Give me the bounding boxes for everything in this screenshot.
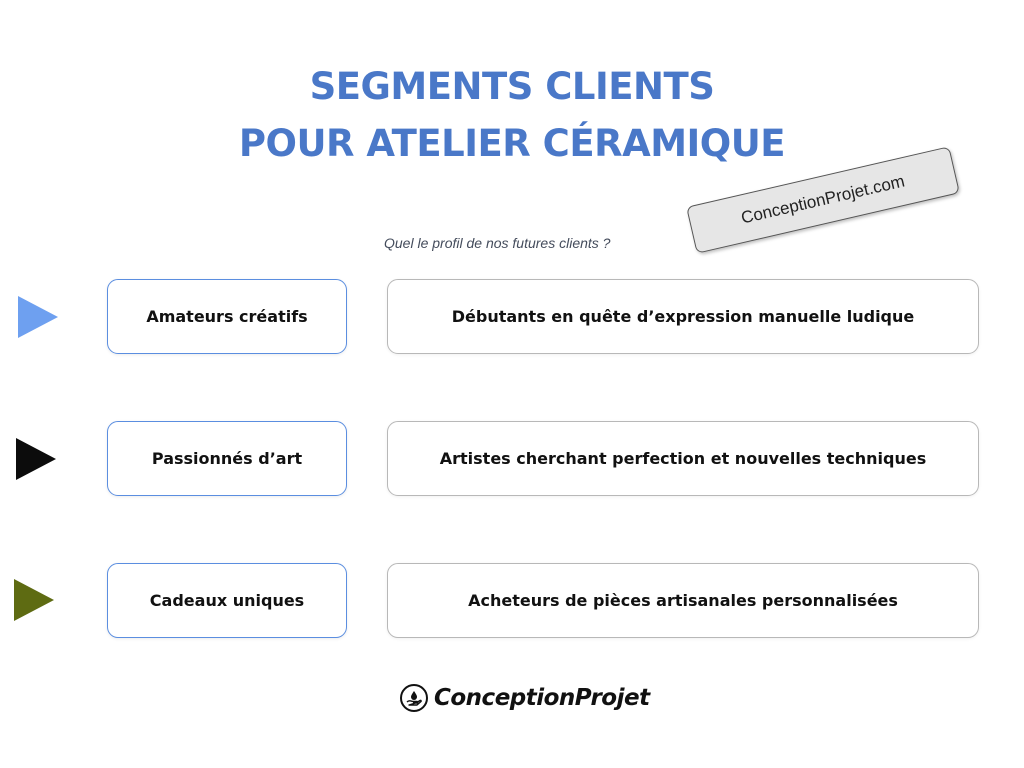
- segment-label-box: Amateurs créatifs: [107, 279, 347, 354]
- segment-description: Acheteurs de pièces artisanales personna…: [468, 591, 898, 610]
- hand-drop-logo-icon: [400, 684, 428, 712]
- segment-label: Passionnés d’art: [151, 449, 303, 468]
- segment-description-box: Acheteurs de pièces artisanales personna…: [387, 563, 979, 638]
- segment-description-box: Artistes cherchant perfection et nouvell…: [387, 421, 979, 496]
- segment-description-box: Débutants en quête d’expression manuelle…: [387, 279, 979, 354]
- segment-label: Amateurs créatifs: [146, 307, 308, 326]
- arrow-right-icon: [18, 296, 58, 338]
- footer-brand: ConceptionProjet: [400, 680, 650, 716]
- subtitle-question: Quel le profil de nos futures clients ?: [384, 235, 611, 251]
- arrow-right-icon: [16, 438, 56, 480]
- arrow-right-icon: [14, 579, 54, 621]
- footer-brand-text: ConceptionProjet: [434, 685, 650, 711]
- segment-label: Cadeaux uniques: [149, 591, 305, 610]
- segment-label-box: Cadeaux uniques: [107, 563, 347, 638]
- segment-label-box: Passionnés d’art: [107, 421, 347, 496]
- page-title-line-2: POUR ATELIER CÉRAMIQUE: [238, 122, 786, 165]
- page-title-line-1: SEGMENTS CLIENTS: [309, 65, 715, 108]
- segment-description: Débutants en quête d’expression manuelle…: [451, 307, 915, 326]
- segment-description: Artistes cherchant perfection et nouvell…: [439, 449, 927, 468]
- page-title: SEGMENTS CLIENTS POUR ATELIER CÉRAMIQUE: [0, 58, 1024, 172]
